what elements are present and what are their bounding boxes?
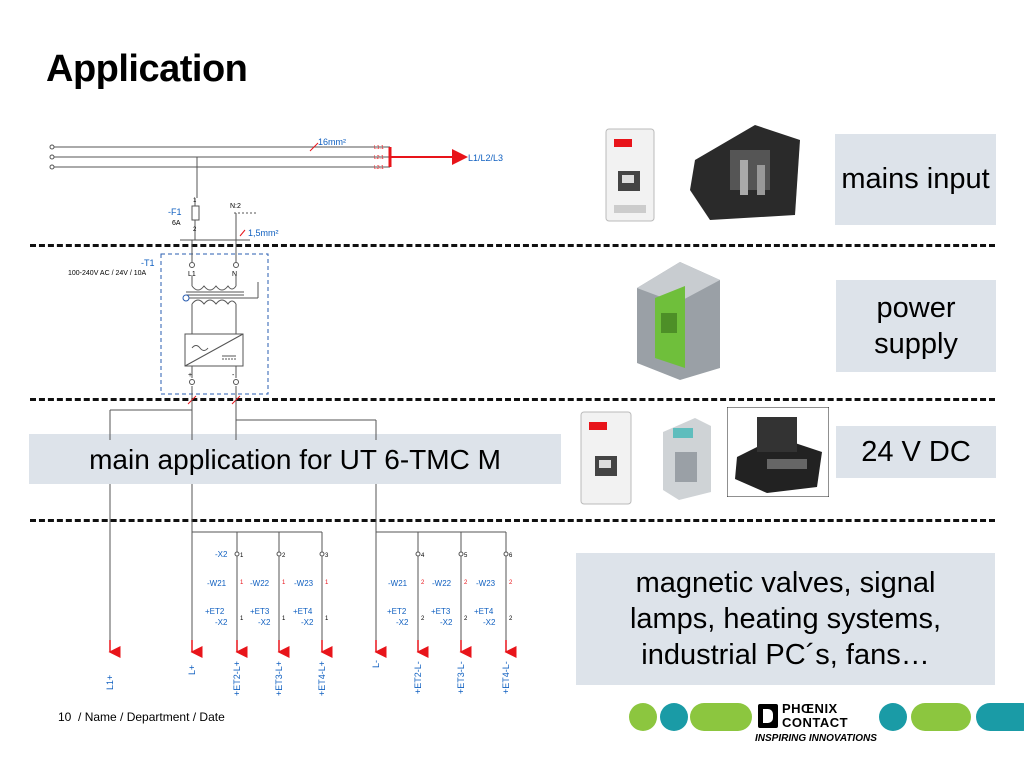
pin-label: L1 xyxy=(188,271,196,278)
device-label: +ET2 xyxy=(205,607,225,616)
terminal-number: 2 xyxy=(421,616,425,622)
device-label: +ET3 xyxy=(250,607,270,616)
wire-mark: 2 xyxy=(464,580,468,586)
terminal-group-positive: -X2 1 2 3 -W21 -W22 -W23 1 1 1 +ET2 +ET3… xyxy=(205,532,333,696)
mains-input-label: mains input xyxy=(835,134,996,225)
pin-label: + xyxy=(188,372,192,379)
cable-label: -W23 xyxy=(294,579,314,588)
phase-tag: L3.1 xyxy=(374,165,384,171)
terminal-number: 1 xyxy=(240,553,244,559)
terminal-label: -X2 xyxy=(440,618,453,627)
slide-footer: 10 / Name / Department / Date xyxy=(58,710,225,724)
fuse-rating: 6A xyxy=(172,220,181,227)
terminal-number: 6 xyxy=(509,553,513,559)
cable-label: -W23 xyxy=(476,579,496,588)
pin-number: 2 xyxy=(193,227,197,233)
logo-line: PHŒNIX xyxy=(782,701,838,716)
main-application-label: main application for UT 6-TMC M xyxy=(29,434,561,484)
wire-mark: 1 xyxy=(282,580,286,586)
transformer-frame xyxy=(160,253,269,395)
mains-output-label: L1/L2/L3 xyxy=(468,153,503,163)
device-label: +ET4 xyxy=(474,607,494,616)
output-label: L+ xyxy=(187,665,197,675)
cable-label: -W22 xyxy=(432,579,452,588)
phase-tag: L1.1 xyxy=(374,145,384,151)
output-label: L- xyxy=(371,660,381,668)
terminal-label: -X2 xyxy=(301,618,314,627)
neutral-label: N:2 xyxy=(230,203,241,210)
terminal-number: 2 xyxy=(464,616,468,622)
wire-mark: 2 xyxy=(509,580,513,586)
terminal-label: -X2 xyxy=(396,618,409,627)
terminal-group-negative: 4 5 6 -W21 -W22 -W23 2 2 2 +ET2 +ET3 +ET… xyxy=(387,532,517,694)
terminal-label: -X2 xyxy=(258,618,271,627)
footer-text: / Name / Department / Date xyxy=(78,710,225,724)
terminal-label: -X2 xyxy=(483,618,496,627)
device-label: +ET4 xyxy=(293,607,313,616)
wire-mark: 2 xyxy=(421,580,425,586)
power-supply-label: power supply xyxy=(836,280,996,372)
terminal-number: 1 xyxy=(282,616,286,622)
logo-mark-inner xyxy=(763,709,773,723)
terminal-number: 1 xyxy=(240,616,244,622)
terminal-number: 1 xyxy=(325,616,329,622)
transformer-rating: 100-240V AC / 24V / 10A xyxy=(68,270,147,277)
terminal-number: 3 xyxy=(325,553,329,559)
logo-line: CONTACT xyxy=(782,715,849,730)
terminal-label: -X2 xyxy=(215,550,228,559)
logo-wordmark: PHŒNIX CONTACT xyxy=(782,702,848,730)
section-divider xyxy=(30,398,995,401)
device-label: +ET3 xyxy=(431,607,451,616)
surge-protection-image xyxy=(663,418,711,500)
brand-bar: PHŒNIX CONTACT xyxy=(628,702,1024,732)
loads-label: magnetic valves, signal lamps, heating s… xyxy=(576,553,995,685)
device-label: +ET2 xyxy=(387,607,407,616)
slide-title: Application xyxy=(46,48,248,90)
cable-label: -W21 xyxy=(207,579,227,588)
pin-label: - xyxy=(232,372,235,379)
power-supply-image xyxy=(637,262,720,380)
output-label: +ET3-L+ xyxy=(274,661,284,696)
output-label: +ET2-L- xyxy=(413,661,423,694)
pin-label: N xyxy=(232,271,237,278)
circuit-breaker-image xyxy=(580,411,632,505)
terminal-number: 4 xyxy=(421,553,425,559)
terminal-label: -X2 xyxy=(215,618,228,627)
section-divider xyxy=(30,519,995,522)
transformer-label: -T1 xyxy=(141,258,155,268)
output-label: +ET3-L- xyxy=(456,661,466,694)
company-logo: PHŒNIX CONTACT xyxy=(758,702,878,732)
wire-mark: 1 xyxy=(325,580,329,586)
output-label: +ET4-L+ xyxy=(317,661,327,696)
terminal-number: 5 xyxy=(464,553,468,559)
terminal-block-image xyxy=(685,120,805,225)
brand-shapes xyxy=(629,703,1024,731)
output-label: +ET2-L+ xyxy=(232,661,242,696)
output-label: +ET4-L- xyxy=(501,661,511,694)
brand-tagline: INSPIRING INNOVATIONS xyxy=(755,733,877,744)
circuit-schematic: 16mm² L1.1 L2.1 L3.1 L1/L2/L3 -F1 6A 1 2… xyxy=(49,137,517,696)
fuse-label: -F1 xyxy=(168,207,182,217)
cable-label: -W22 xyxy=(250,579,270,588)
relay-module-image xyxy=(727,407,829,497)
dc-voltage-label: 24 V DC xyxy=(836,426,996,478)
section-divider xyxy=(30,244,995,247)
cable-size-label: 16mm² xyxy=(318,137,346,147)
output-label: L1+ xyxy=(105,675,115,690)
cable-size-label: 1,5mm² xyxy=(248,228,279,238)
terminal-number: 2 xyxy=(282,553,286,559)
pin-number: 1 xyxy=(193,198,197,204)
circuit-breaker-image xyxy=(605,128,655,222)
wire-mark: 1 xyxy=(240,580,244,586)
fuse-symbol xyxy=(191,205,200,221)
terminal-number: 2 xyxy=(509,616,513,622)
page-number: 10 xyxy=(58,710,72,724)
cable-label: -W21 xyxy=(388,579,408,588)
phase-tag: L2.1 xyxy=(374,155,384,161)
